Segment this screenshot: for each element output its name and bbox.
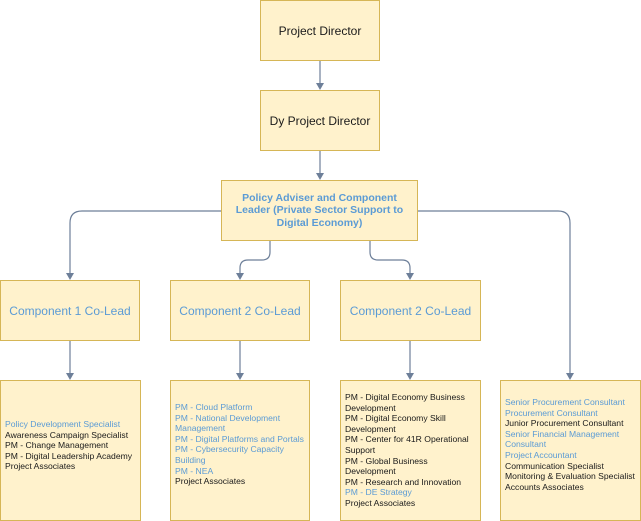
list-item: PM - NEA — [175, 465, 214, 476]
list-item: Senior Procurement Consultant — [505, 397, 625, 407]
list-item: PM - Cybersecurity Capacity Building — [175, 444, 284, 465]
arrowhead — [66, 373, 74, 380]
list-item: Senior Financial Management Consultant — [505, 428, 620, 450]
list-item: PM - Digital Economy Business Developmen… — [345, 392, 465, 413]
list-item: PM - Digital Leadership Academy — [5, 450, 133, 461]
arrowhead — [236, 373, 244, 380]
node-project-director: Project Director — [260, 0, 380, 61]
list-item: PM - National Development Management — [175, 412, 281, 434]
list-item: Project Associates — [175, 476, 246, 487]
connector-policy-to-comp2b — [369, 241, 411, 274]
node-dy-project-director: Dy Project Director — [260, 90, 380, 151]
arrowhead — [566, 373, 574, 380]
list-item: Project Associates — [345, 497, 416, 508]
connector-policy-to-col4 — [418, 210, 571, 374]
list-item: Communication Specialist — [505, 460, 604, 471]
node-label: Component 2 Co-Lead — [349, 303, 472, 318]
list-item: PM - Global Business Development — [345, 455, 428, 477]
node-component-1: Component 1 Co-Lead — [0, 280, 140, 341]
connector-policy-to-comp2a — [239, 241, 271, 274]
list-item: Project Accountant — [505, 449, 577, 460]
list-item: PM - DE Strategy — [345, 487, 412, 498]
node-component-2b: Component 2 Co-Lead — [340, 280, 481, 341]
node-label: Project Director — [278, 23, 362, 38]
arrowhead — [66, 273, 74, 280]
connector-policy-to-comp1 — [69, 210, 221, 274]
arrowhead — [406, 273, 414, 280]
list-item: Project Associates — [5, 461, 76, 472]
list-item: PM - Center for 41R Operational Support — [345, 434, 469, 455]
list-item: PM - Research and Innovation — [345, 476, 462, 487]
arrowhead — [316, 173, 324, 180]
list-item: Monitoring & Evaluation Specialist — [505, 471, 635, 482]
list-item: PM - Change Management — [5, 440, 109, 451]
node-policy-adviser: Policy Adviser and Component Leader (Pri… — [221, 180, 418, 241]
list-item: Procurement Consultant — [505, 407, 598, 418]
list-item: Accounts Associates — [505, 481, 584, 492]
arrowhead — [406, 373, 414, 380]
node-label: Component 2 Co-Lead — [179, 303, 301, 318]
list-box-col3: PM - Digital Economy Business Developmen… — [340, 380, 481, 521]
list-item: PM - Cloud Platform — [175, 402, 253, 412]
node-label: Policy Adviser and Component Leader (Pri… — [235, 191, 404, 229]
list-item: PM - Digital Platforms and Portals — [175, 433, 304, 444]
node-component-2a: Component 2 Co-Lead — [170, 280, 310, 341]
list-item: Awareness Campaign Specialist — [5, 429, 129, 440]
arrowhead — [316, 83, 324, 90]
node-label: Dy Project Director — [269, 113, 371, 128]
list-item: PM - Digital Economy Skill Development — [345, 413, 446, 434]
arrowhead — [236, 273, 244, 280]
list-item: Junior Procurement Consultant — [505, 418, 624, 429]
node-label: Component 1 Co-Lead — [9, 303, 131, 318]
list-item: Policy Development Specialist — [5, 419, 121, 429]
